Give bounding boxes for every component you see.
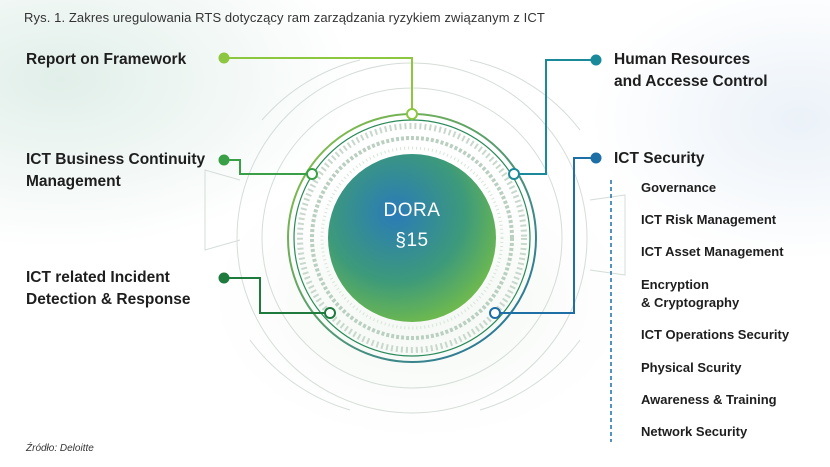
- label-line: Human Resources: [614, 51, 751, 68]
- subitem-text: Governance: [641, 180, 717, 195]
- subitem-network-security: Network Security: [641, 423, 747, 441]
- figure-caption: Rys. 1. Zakres uregulowania RTS dotycząc…: [24, 10, 545, 25]
- connector-report-on-framework: [218, 52, 418, 120]
- label-line: ICT Business Continuity: [26, 151, 206, 168]
- connector-human-resources: [508, 54, 602, 180]
- label-human-resources: Human Resources and Accesse Control: [614, 49, 768, 93]
- label-line: Management: [26, 173, 121, 190]
- subitem-governance: Governance: [641, 179, 716, 197]
- connector-incident-detection: [218, 272, 336, 319]
- label-line: ICT related Incident: [26, 269, 170, 286]
- connector-ict-security: [489, 152, 602, 319]
- subitem-physical-security: Physical Scurity: [641, 359, 741, 377]
- subitem-text: ICT Operations Security: [641, 327, 790, 342]
- subitem-encryption: Encryption & Cryptography: [641, 276, 739, 312]
- subitem-asset-management: ICT Asset Management: [641, 243, 784, 261]
- label-line: Detection & Response: [26, 291, 191, 308]
- subitem-text: Physical Scurity: [641, 360, 742, 375]
- subitem-text: & Cryptography: [641, 295, 740, 310]
- subitem-text: ICT Risk Management: [641, 212, 777, 227]
- label-line: ICT Security: [614, 150, 705, 167]
- label-report-on-framework: Report on Framework: [26, 49, 186, 71]
- connector-business-continuity: [218, 154, 318, 180]
- dora-core-circle: [328, 154, 496, 322]
- subitem-text: Awareness & Training: [641, 392, 777, 407]
- subitem-text: ICT Asset Management: [641, 244, 784, 259]
- label-business-continuity: ICT Business Continuity Management: [26, 149, 205, 193]
- subitem-operations-security: ICT Operations Security: [641, 326, 789, 344]
- dora-center-label: DORA §15: [330, 196, 494, 256]
- label-incident-detection: ICT related Incident Detection & Respons…: [26, 267, 191, 311]
- label-line: and Accesse Control: [614, 73, 768, 90]
- dora-section: §15: [395, 230, 429, 251]
- subitem-text: Network Security: [641, 424, 748, 439]
- subitem-awareness-training: Awareness & Training: [641, 391, 777, 409]
- subitem-risk-management: ICT Risk Management: [641, 211, 776, 229]
- dora-title: DORA: [383, 200, 441, 221]
- source-note: Źródło: Deloitte: [26, 443, 94, 454]
- label-ict-security: ICT Security: [614, 148, 704, 170]
- subitem-text: Encryption: [641, 277, 709, 292]
- text-ring-texture: [297, 123, 527, 353]
- label-line: Report on Framework: [26, 51, 187, 68]
